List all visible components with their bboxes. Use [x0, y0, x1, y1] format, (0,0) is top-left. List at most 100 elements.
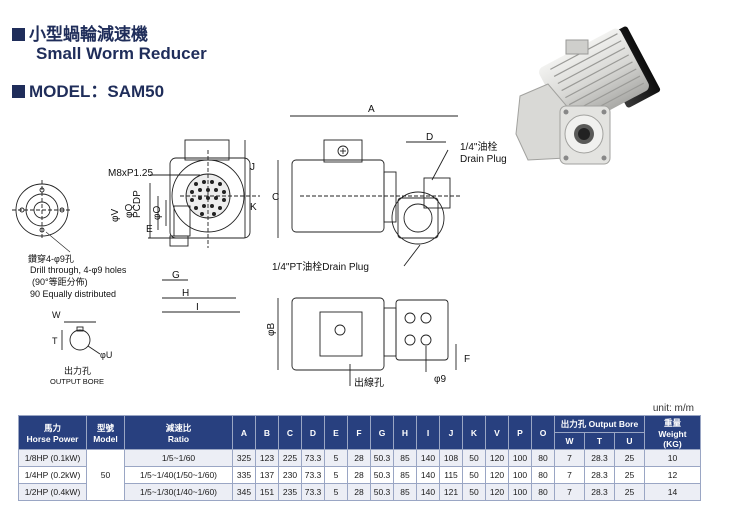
- cell-e: 5: [325, 484, 348, 501]
- col-o: O: [532, 416, 555, 450]
- dim-t: T: [52, 336, 58, 346]
- front-view: [148, 140, 260, 312]
- thread-label: M8xP1.25: [108, 168, 153, 179]
- cell-p: 100: [509, 450, 532, 467]
- cell-w: 7: [555, 484, 585, 501]
- flange-note-en-2: 90 Equally distributed: [30, 289, 116, 299]
- cell-a: 325: [233, 450, 256, 467]
- col-w: W: [555, 433, 585, 450]
- col-d: D: [302, 416, 325, 450]
- cell-u: 25: [615, 467, 645, 484]
- cell-k: 50: [463, 450, 486, 467]
- dim-f: F: [464, 354, 470, 365]
- cell-h: 85: [394, 484, 417, 501]
- col-weight-en: Weight: [658, 429, 686, 439]
- cell-ratio: 1/5~1/40(1/50~1/60): [125, 467, 233, 484]
- flange-end-view: [12, 180, 72, 252]
- table-row: 1/8HP (0.1kW) 50 1/5~1/60 325 123 225 73…: [19, 450, 701, 467]
- dim-h: H: [182, 288, 189, 299]
- cell-b: 151: [256, 484, 279, 501]
- cell-v: 120: [486, 467, 509, 484]
- cell-j: 115: [440, 467, 463, 484]
- cell-i: 140: [417, 467, 440, 484]
- cell-g: 50.3: [371, 484, 394, 501]
- dim-o: φO: [152, 206, 163, 220]
- cell-k: 50: [463, 467, 486, 484]
- cell-b: 137: [256, 467, 279, 484]
- col-a: A: [233, 416, 256, 450]
- col-group-output-bore: 出力孔 Output Bore: [555, 416, 645, 433]
- cell-w: 7: [555, 450, 585, 467]
- cell-e: 5: [325, 450, 348, 467]
- col-horse-power: 馬力Horse Power: [19, 416, 87, 450]
- cell-g: 50.3: [371, 450, 394, 467]
- cell-o: 80: [532, 450, 555, 467]
- col-ratio: 減速比Ratio: [125, 416, 233, 450]
- col-p: P: [509, 416, 532, 450]
- cell-d: 73.3: [302, 467, 325, 484]
- col-horse-power-zh: 馬力: [44, 423, 61, 433]
- cell-t: 28.3: [585, 484, 615, 501]
- col-j: J: [440, 416, 463, 450]
- dim-b: φB: [266, 323, 277, 336]
- dim-k: K: [250, 202, 257, 213]
- col-t: T: [585, 433, 615, 450]
- flange-note-zh-2: (90°等距分佈): [32, 276, 88, 287]
- cell-v: 120: [486, 484, 509, 501]
- cell-d: 73.3: [302, 450, 325, 467]
- cell-i: 140: [417, 450, 440, 467]
- cell-w: 7: [555, 467, 585, 484]
- col-weight-zh: 重量: [664, 418, 681, 428]
- drain-plug-bottom: 1/4"PT油栓Drain Plug: [272, 260, 369, 273]
- dim-g: G: [172, 270, 180, 281]
- cell-e: 5: [325, 467, 348, 484]
- cell-model: 50: [87, 450, 125, 501]
- drain-plug-top-en: Drain Plug: [460, 154, 507, 165]
- top-view: [278, 298, 456, 386]
- col-b: B: [256, 416, 279, 450]
- cell-b: 123: [256, 450, 279, 467]
- side-view-labels: A D C 1/4"油栓 Drain Plug 1/4"PT油栓Drain Pl…: [272, 104, 507, 273]
- output-bore-en: OUTPUT BORE: [50, 377, 104, 386]
- col-ratio-en: Ratio: [168, 434, 189, 444]
- cell-f: 28: [348, 467, 371, 484]
- cell-o: 80: [532, 484, 555, 501]
- cell-weight: 14: [645, 484, 701, 501]
- cell-c: 230: [279, 467, 302, 484]
- cell-ratio: 1/5~1/30(1/40~1/60): [125, 484, 233, 501]
- cell-o: 80: [532, 467, 555, 484]
- dim-j: J: [250, 162, 255, 173]
- col-ratio-zh: 減速比: [166, 423, 192, 433]
- dim-hole9: φ9: [434, 374, 446, 385]
- dim-a: A: [368, 104, 375, 115]
- cell-p: 100: [509, 484, 532, 501]
- col-v: V: [486, 416, 509, 450]
- cell-j: 108: [440, 450, 463, 467]
- col-weight-unit: (KG): [663, 439, 681, 449]
- cell-t: 28.3: [585, 467, 615, 484]
- technical-drawing: 鑽穿4-φ9孔 Drill through, 4-φ9 holes (90°等距…: [0, 0, 746, 400]
- flange-note-en: Drill through, 4-φ9 holes: [30, 265, 127, 275]
- col-g: G: [371, 416, 394, 450]
- flange-notes: 鑽穿4-φ9孔 Drill through, 4-φ9 holes (90°等距…: [28, 253, 127, 299]
- col-f: F: [348, 416, 371, 450]
- col-weight: 重量Weight(KG): [645, 416, 701, 450]
- cell-a: 345: [233, 484, 256, 501]
- col-horse-power-en: Horse Power: [27, 434, 79, 444]
- cell-g: 50.3: [371, 467, 394, 484]
- col-model-en: Model: [93, 434, 118, 444]
- cell-j: 121: [440, 484, 463, 501]
- output-bore-labels: W T φU 出力孔 OUTPUT BORE: [50, 310, 112, 386]
- col-u: U: [615, 433, 645, 450]
- dim-v: φV: [110, 209, 121, 222]
- cell-c: 235: [279, 484, 302, 501]
- dim-q: φQ: [124, 204, 135, 218]
- cell-weight: 10: [645, 450, 701, 467]
- front-view-labels: M8xP1.25 J K PCDP φV φQ φO E G H I: [108, 162, 257, 313]
- cell-c: 225: [279, 450, 302, 467]
- table-header-row: 馬力Horse Power 型號Model 減速比Ratio A B C D E…: [19, 416, 701, 433]
- cell-weight: 12: [645, 467, 701, 484]
- col-k: K: [463, 416, 486, 450]
- dim-e: E: [146, 224, 153, 235]
- cell-f: 28: [348, 450, 371, 467]
